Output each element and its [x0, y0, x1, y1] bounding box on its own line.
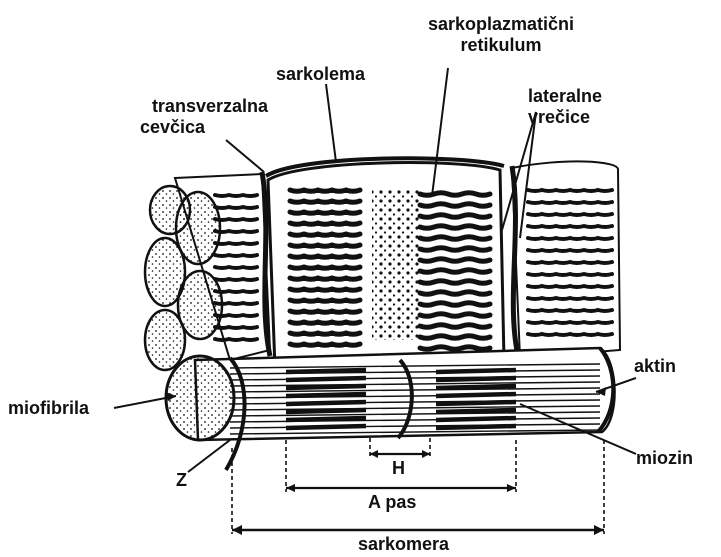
sr-tubule-left [290, 289, 360, 290]
left-tubule [215, 231, 257, 232]
label-h-zone: H [392, 458, 405, 479]
label-vrecice: vrečice [528, 107, 602, 128]
label-sarkolema: sarkolema [276, 64, 365, 85]
sr-tubule-right [420, 325, 490, 328]
myosin-filament [436, 410, 516, 412]
sr-tubule-right [420, 204, 490, 207]
label-retikulum: retikulum [396, 35, 606, 56]
right-tubule [528, 262, 612, 263]
right-tubule [528, 322, 612, 323]
sr-tubule-left [290, 190, 360, 191]
sr-tubule-right [420, 215, 490, 218]
label-transverzalna: transverzalna [108, 96, 268, 117]
sr-tubule-left [290, 278, 360, 279]
left-tubule [215, 255, 257, 256]
right-tubule [528, 274, 612, 275]
right-tubule [528, 310, 612, 311]
left-tubule [215, 219, 257, 220]
sr-tubule-left [290, 300, 360, 301]
sarcoplasmic-reticulum-block [266, 158, 504, 368]
left-tubule [215, 243, 257, 244]
label-lateralne: lateralne [528, 86, 602, 107]
sr-tubule-right [420, 314, 490, 317]
sr-tubule-left [290, 201, 360, 202]
myofibril-cross-sections [145, 186, 222, 370]
sr-tubule-right [420, 259, 490, 262]
sr-tubule-right [420, 347, 490, 350]
left-tubule [215, 339, 257, 340]
left-tubule [215, 267, 257, 268]
right-tubule [528, 286, 612, 287]
dimension-lines [232, 438, 604, 534]
myosin-filament [436, 386, 516, 388]
left-tubule [215, 327, 257, 328]
myosin-filament [286, 386, 366, 388]
sr-tubule-left [290, 344, 360, 345]
sr-tubule-right [420, 237, 490, 240]
right-tubule [528, 190, 612, 191]
sr-tubule-left [290, 311, 360, 312]
label-lateral-sacs: lateralne vrečice [528, 86, 602, 127]
sr-tubule-left [290, 322, 360, 323]
right-sarcoplasm-segment [512, 161, 620, 358]
myosin-filament [286, 418, 366, 420]
label-z-line: Z [176, 470, 187, 491]
label-sarkoplazmaticni: sarkoplazmatični [396, 14, 606, 35]
myosin-filament [436, 426, 516, 428]
sr-tubule-right [420, 248, 490, 251]
label-sarcoplasmic-reticulum: sarkoplazmatični retikulum [396, 14, 606, 55]
sr-tubule-right [420, 281, 490, 284]
right-tubule [528, 238, 612, 239]
sr-tubule-left [290, 223, 360, 224]
sr-tubule-left [290, 234, 360, 235]
right-tubule [528, 334, 612, 335]
label-cevcica: cevčica [108, 117, 268, 138]
left-tubule [215, 207, 257, 208]
label-miofibrila: miofibrila [8, 398, 89, 419]
sr-tubule-left [290, 256, 360, 257]
right-tubule [528, 250, 612, 251]
label-sarkomera: sarkomera [358, 534, 449, 555]
sr-tubule-left [290, 333, 360, 334]
label-t-tubule: transverzalna cevčica [108, 96, 268, 137]
myosin-filament [286, 426, 366, 428]
myosin-filament [436, 370, 516, 372]
right-tubule [528, 202, 612, 203]
sr-tubule-right [420, 292, 490, 295]
myosin-filament [436, 394, 516, 396]
myosin-filament [286, 402, 366, 404]
myofibril-cylinder [166, 348, 615, 470]
sr-tubule-right [420, 226, 490, 229]
myosin-filament [286, 370, 366, 372]
myosin-filament [286, 410, 366, 412]
right-tubule [528, 298, 612, 299]
left-tubule [215, 279, 257, 280]
sr-tubule-right [420, 193, 490, 196]
myosin-filament [436, 402, 516, 404]
sr-tubule-right [420, 270, 490, 273]
label-miozin: miozin [636, 448, 693, 469]
sr-tubule-left [290, 245, 360, 246]
left-tubule [215, 195, 257, 196]
right-tubule [528, 214, 612, 215]
sr-tubule-left [290, 212, 360, 213]
label-a-band: A pas [368, 492, 416, 513]
sr-tubule-right [420, 303, 490, 306]
myosin-filament [286, 378, 366, 380]
myosin-filament [436, 378, 516, 380]
myosin-filament [286, 394, 366, 396]
label-aktin: aktin [634, 356, 676, 377]
myosin-filament [436, 418, 516, 420]
sr-tubule-right [420, 336, 490, 339]
sr-tubule-left [290, 267, 360, 268]
right-tubule [528, 226, 612, 227]
